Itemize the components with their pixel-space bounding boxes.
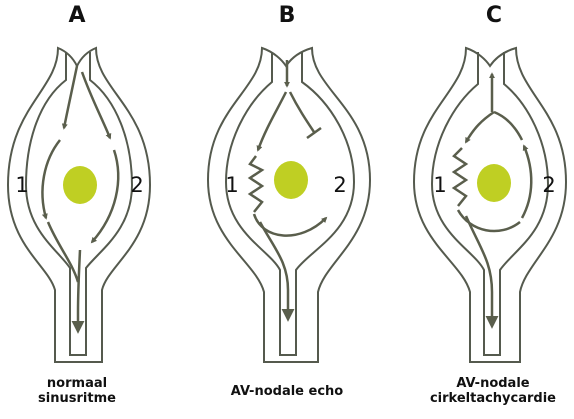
caption-line: AV-nodale echo — [230, 384, 344, 399]
av-node-outline — [412, 46, 568, 363]
loop-top-right — [493, 110, 524, 141]
exit-arrow — [258, 221, 295, 322]
compact-node — [63, 166, 97, 204]
panel-letter: A — [68, 3, 85, 28]
caption-line: AV-nodale — [456, 376, 530, 391]
pathway-label-left: 1 — [15, 173, 28, 197]
pathway-label-right: 2 — [130, 173, 143, 197]
loop-top-left-arrow — [464, 110, 495, 144]
slow-pathway-arrow — [41, 139, 61, 220]
inner-channel — [430, 52, 550, 356]
merge-left — [46, 221, 80, 283]
caption-line: sinusritme — [38, 391, 116, 406]
compact-node — [274, 161, 308, 199]
pathway-label-right: 2 — [542, 173, 555, 197]
fast-pathway-retro-arrow — [520, 144, 533, 219]
panel-c: C 1 2 — [412, 3, 568, 363]
compact-node — [477, 164, 511, 202]
av-node-outline — [6, 46, 152, 363]
conduction-block-bar — [306, 126, 322, 140]
entry-arrow-right — [80, 71, 112, 140]
echo-arrow — [252, 213, 328, 237]
slow-conduction-zigzag — [451, 147, 469, 207]
blocked-fast-pathway — [288, 91, 316, 133]
caption-panel-b: AV-nodale echo — [192, 384, 382, 399]
caption-line: normaal — [46, 376, 108, 391]
pathway-label-left: 1 — [433, 173, 446, 197]
slow-conduction-zigzag — [247, 155, 265, 213]
caption-line: cirkeltachycardie — [429, 391, 557, 406]
av-node-outline — [206, 46, 372, 363]
caption-panel-c: AV-nodale cirkeltachycardie — [398, 376, 574, 406]
inner-channel — [224, 52, 356, 356]
pathway-label-right: 2 — [333, 173, 346, 197]
panel-b: B 1 2 — [206, 3, 372, 363]
entry-arrow-left — [61, 65, 79, 130]
panel-a: A 1 2 — [6, 3, 152, 363]
slow-pathway-arrow — [256, 91, 288, 152]
exit-arrow — [71, 249, 85, 334]
panel-letter: B — [279, 3, 296, 28]
pathway-label-left: 1 — [225, 173, 238, 197]
inner-channel — [24, 52, 134, 356]
exit-arrow — [464, 215, 499, 329]
panel-letter: C — [486, 3, 502, 28]
caption-panel-a: normaal sinusritme — [0, 376, 172, 406]
fast-pathway-arrow — [90, 149, 120, 244]
loop-bottom — [456, 209, 521, 233]
